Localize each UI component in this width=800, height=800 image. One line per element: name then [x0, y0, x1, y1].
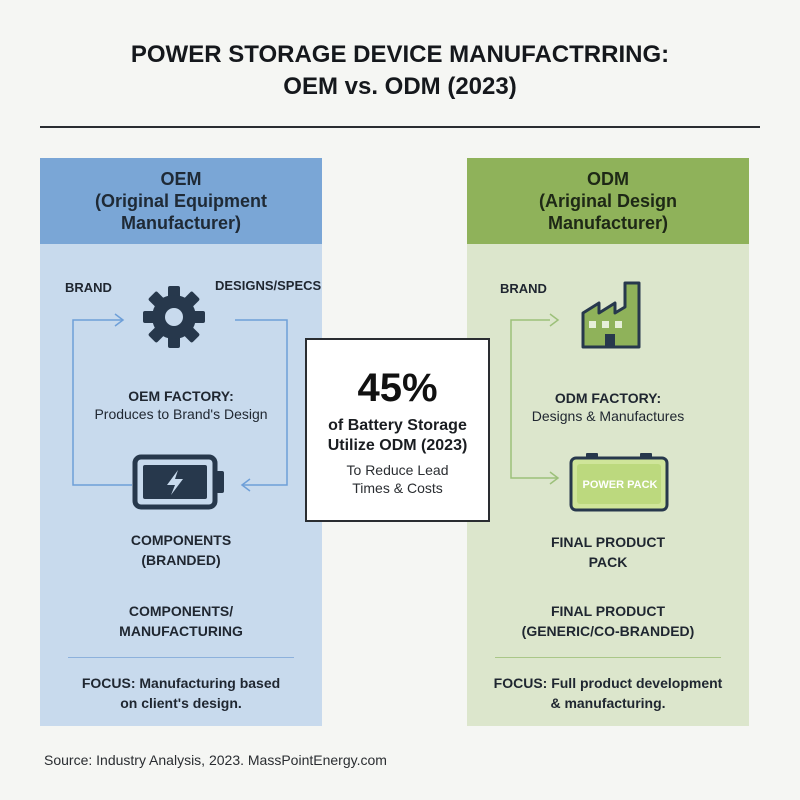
- odm-factory-desc: Designs & Manufactures: [531, 408, 685, 424]
- oem-factory-title: OEM FACTORY:: [128, 388, 234, 404]
- odm-flow-arrow: [510, 319, 557, 479]
- oem-header-line-2: (Original Equipment: [94, 191, 267, 211]
- odm-panel: ODM (Ariginal Design Manufacturer): [467, 158, 749, 726]
- gear-icon: [143, 286, 205, 348]
- odm-header: ODM (Ariginal Design Manufacturer): [467, 158, 749, 244]
- power-pack-battery-icon: [569, 453, 669, 512]
- oem-manufacturing-line-2: MANUFACTURING: [119, 623, 243, 639]
- odm-focus-line-2: & manufacturing.: [550, 695, 666, 711]
- title-line-1: POWER STORAGE DEVICE MANUFACTRRING:: [130, 41, 670, 68]
- oem-factory-desc: Produces to Brand's Design: [94, 406, 268, 422]
- odm-share-percent: 45%: [357, 366, 438, 410]
- odm-share-sub-2: Times & Costs: [352, 480, 443, 496]
- title-divider: [40, 126, 760, 128]
- odm-header-line-2: (Ariginal Design: [538, 191, 677, 211]
- odm-focus-divider: [495, 657, 721, 658]
- oem-components-line-2: (BRANDED): [141, 552, 221, 568]
- odm-focus-line-1: FOCUS: Full product development: [493, 675, 723, 691]
- oem-flow-arrows: [72, 313, 288, 492]
- odm-header-line-3: Manufacturer): [547, 213, 668, 233]
- oem-designs-label: DESIGNS/SPECS: [215, 278, 322, 293]
- oem-focus-divider: [68, 657, 294, 658]
- factory-icon: [581, 281, 641, 349]
- oem-focus-line-1: FOCUS: Manufacturing based: [81, 675, 281, 691]
- odm-factory-title: ODM FACTORY:: [554, 390, 662, 406]
- source-note: Source: Industry Analysis, 2023. MassPoi…: [44, 752, 387, 768]
- oem-header: OEM (Original Equipment Manufacturer): [40, 158, 322, 244]
- oem-left-loop-arrow: [72, 319, 132, 486]
- oem-right-loop-arrow: [235, 319, 288, 486]
- oem-header-line-3: Manufacturer): [120, 213, 241, 233]
- odm-final-pack-line-1: FINAL PRODUCT: [550, 534, 666, 550]
- oem-brand-label: BRAND: [65, 280, 112, 295]
- oem-components-line-1: COMPONENTS: [130, 532, 232, 548]
- odm-share-line-2: Utilize ODM (2023): [327, 437, 468, 454]
- odm-final-generic-line-1: FINAL PRODUCT: [550, 603, 666, 619]
- odm-brand-label: BRAND: [500, 281, 547, 296]
- oem-manufacturing-line-1: COMPONENTS/: [128, 603, 234, 619]
- oem-header-line-1: OEM: [160, 169, 202, 189]
- odm-share-sub-1: To Reduce Lead: [346, 462, 449, 478]
- title-line-2: OEM vs. ODM (2023): [283, 73, 517, 100]
- power-pack-label: POWER PACK: [582, 479, 658, 491]
- odm-share-line-1: of Battery Storage: [328, 417, 467, 434]
- odm-header-line-1: ODM: [587, 169, 629, 189]
- odm-share-stat-box: 45% of Battery Storage Utilize ODM (2023…: [305, 338, 490, 522]
- odm-final-pack-line-2: PACK: [588, 554, 628, 570]
- battery-bolt-icon: [132, 454, 224, 510]
- odm-final-generic-line-2: (GENERIC/CO-BRANDED): [521, 623, 695, 639]
- odm-flow-arrows: [510, 313, 560, 485]
- oem-focus-line-2: on client's design.: [120, 695, 242, 711]
- oem-panel: OEM (Original Equipment Manufacturer): [40, 158, 322, 726]
